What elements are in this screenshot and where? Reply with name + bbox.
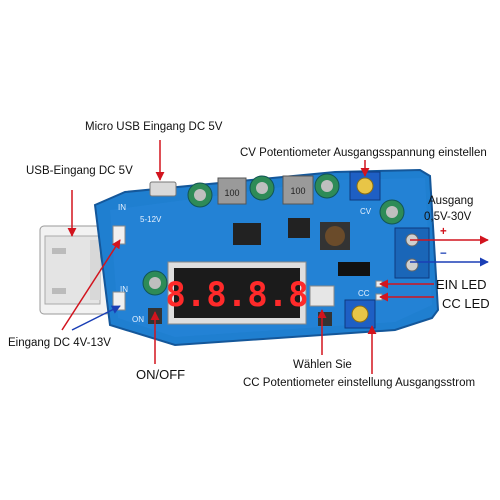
shunt-resistor bbox=[338, 262, 370, 276]
label-on-off: ON/OFF bbox=[136, 367, 186, 382]
arrow-eingang-dc-red bbox=[61, 239, 121, 331]
label-micro-usb: Micro USB Eingang DC 5V bbox=[85, 121, 223, 133]
label-ausgang-range: 0,5V-30V bbox=[424, 211, 472, 223]
arrow-eingang-dc-blue bbox=[71, 305, 121, 331]
usb-a-plug bbox=[39, 225, 111, 315]
label-minus: − bbox=[440, 248, 447, 260]
label-cv-poti: CV Potentiometer Ausgangsspannung einste… bbox=[240, 147, 487, 159]
onoff-switch bbox=[318, 312, 332, 326]
label-cc-poti: CC Potentiometer einstellung Ausgangsstr… bbox=[243, 377, 476, 389]
ic-chip bbox=[288, 218, 310, 238]
seven-segment-display: 8.8.8.8 bbox=[165, 261, 309, 325]
capacitor bbox=[187, 182, 213, 208]
svg-text:IN: IN bbox=[118, 203, 126, 212]
micro-usb-port bbox=[149, 181, 177, 197]
capacitor bbox=[314, 173, 340, 199]
output-terminal-block bbox=[394, 227, 430, 279]
label-waehlen: Wählen Sie bbox=[293, 359, 352, 371]
svg-text:ON: ON bbox=[132, 315, 144, 324]
capacitor bbox=[379, 199, 405, 225]
select-button bbox=[309, 285, 335, 307]
capacitor bbox=[142, 270, 168, 296]
label-usb-eingang: USB-Eingang DC 5V bbox=[26, 165, 133, 177]
svg-text:CC: CC bbox=[358, 289, 370, 298]
svg-text:8.8.8.8: 8.8.8.8 bbox=[165, 275, 308, 315]
label-ausgang: Ausgang bbox=[428, 195, 474, 207]
svg-text:100: 100 bbox=[224, 188, 239, 198]
svg-text:100: 100 bbox=[290, 186, 305, 196]
capacitor bbox=[249, 175, 275, 201]
label-eingang-dc: Eingang DC 4V-13V bbox=[8, 337, 111, 349]
cv-potentiometer bbox=[349, 171, 381, 201]
svg-text:IN: IN bbox=[120, 285, 128, 294]
label-plus: + bbox=[440, 226, 447, 238]
inductor: 100 bbox=[282, 175, 314, 205]
svg-text:5-12V: 5-12V bbox=[140, 215, 162, 224]
ic-chip bbox=[233, 223, 261, 245]
label-cc-led: CC LED bbox=[442, 296, 490, 311]
svg-text:CV: CV bbox=[360, 207, 372, 216]
inductor: 100 bbox=[217, 177, 247, 205]
label-ein-led: EIN LED bbox=[436, 277, 487, 292]
cc-potentiometer bbox=[344, 299, 376, 329]
